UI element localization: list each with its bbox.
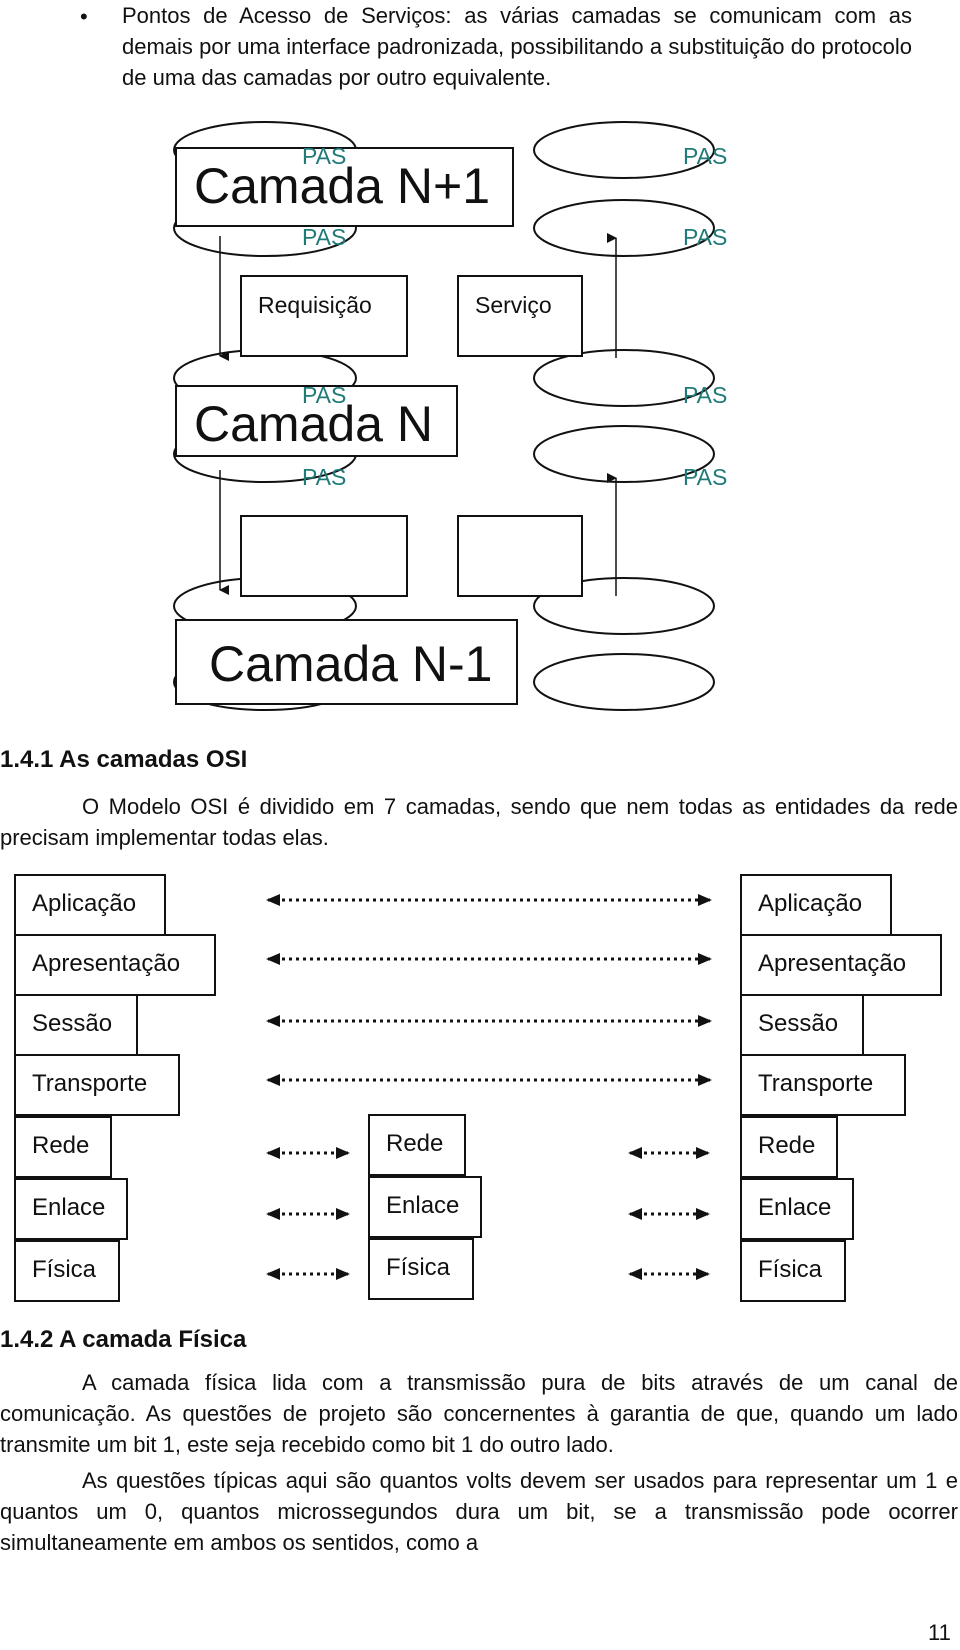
right-layer-transporte: Transporte: [740, 1054, 906, 1116]
right-layer-apresentacao: Apresentação: [740, 934, 942, 996]
middle-layer-fisica: Física: [368, 1238, 474, 1300]
pas-ellipse-right-1: [533, 121, 715, 179]
pas-ellipse-right-4: [533, 425, 715, 483]
right-layer-fisica: Física: [740, 1240, 846, 1302]
left-layer-rede: Rede: [14, 1116, 112, 1178]
right-layer-sessao: Sessão: [740, 994, 864, 1056]
layer-n-plus-1-label: Camada N+1: [194, 158, 490, 214]
empty-box-right: [457, 515, 583, 597]
left-layer-fisica: Física: [14, 1240, 120, 1302]
pas-label: PAS: [302, 382, 347, 408]
requisicao-box: [240, 275, 408, 357]
right-layer-rede: Rede: [740, 1116, 838, 1178]
servico-box: [457, 275, 583, 357]
camada-n-plus-1-box: [175, 147, 514, 227]
pas-label: PAS: [302, 224, 347, 250]
pas-label: PAS: [302, 464, 347, 490]
left-layer-enlace: Enlace: [14, 1178, 128, 1240]
empty-box-left: [240, 515, 408, 597]
service-label: Serviço: [475, 292, 552, 318]
intro-bullet-text: Pontos de Acesso de Serviços: as várias …: [122, 3, 912, 90]
right-layer-aplicacao: Aplicação: [740, 874, 892, 936]
layer-n-minus-1-label: Camada N-1: [209, 636, 493, 692]
right-layer-enlace: Enlace: [740, 1178, 854, 1240]
camada-n-box: [175, 385, 458, 457]
middle-layer-enlace: Enlace: [368, 1176, 482, 1238]
left-layer-transporte: Transporte: [14, 1054, 180, 1116]
camada-n-minus-1-box: [175, 619, 518, 705]
section-141-paragraph: O Modelo OSI é dividido em 7 camadas, se…: [0, 794, 958, 850]
pas-label: PAS: [683, 464, 728, 490]
layer-n-label: Camada N: [194, 396, 433, 452]
section-141-heading: 1.4.1 As camadas OSI: [0, 746, 248, 773]
pas-label: PAS: [302, 143, 347, 169]
request-label: Requisição: [258, 292, 372, 318]
section-142-paragraph-2: As questões típicas aqui são quantos vol…: [0, 1468, 958, 1555]
left-layer-aplicacao: Aplicação: [14, 874, 166, 936]
left-layer-sessao: Sessão: [14, 994, 138, 1056]
pas-label: PAS: [683, 382, 728, 408]
left-layer-apresentacao: Apresentação: [14, 934, 216, 996]
pas-label: PAS: [683, 224, 728, 250]
pas-label: PAS: [683, 143, 728, 169]
pas-ellipse-right-3: [533, 349, 715, 407]
page-number: 11: [928, 1620, 951, 1645]
section-142-heading: 1.4.2 A camada Física: [0, 1326, 247, 1353]
bullet-dot: •: [80, 4, 88, 29]
pas-diagram: [173, 121, 715, 711]
pas-ellipse-right-2: [533, 199, 715, 257]
section-142-paragraph-1: A camada física lida com a transmissão p…: [0, 1370, 958, 1457]
pas-ellipse-right-6: [533, 653, 715, 711]
middle-layer-rede: Rede: [368, 1114, 466, 1176]
